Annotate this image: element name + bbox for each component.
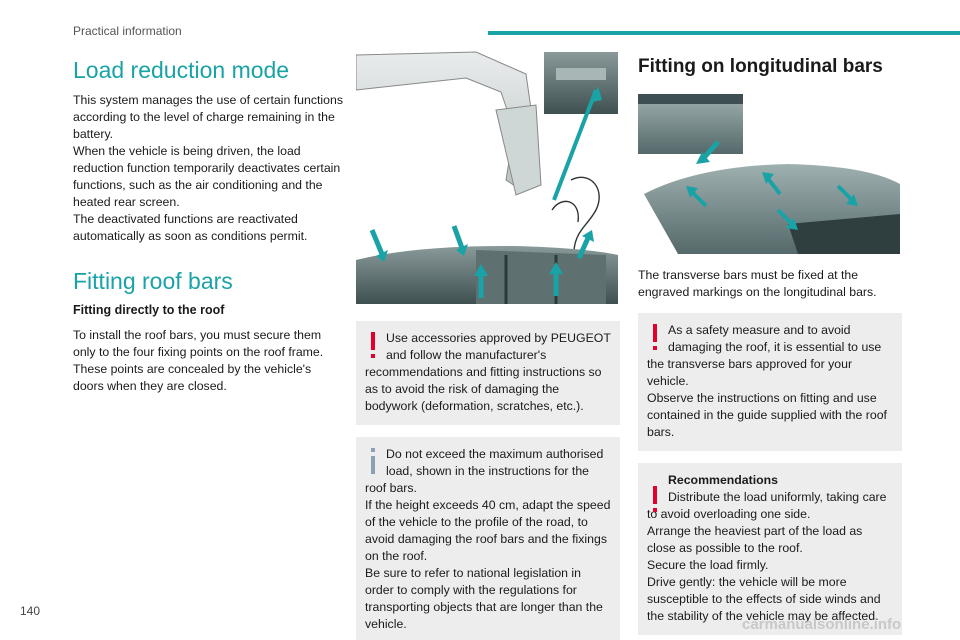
load-reduction-text-1: This system manages the use of certain f… xyxy=(73,93,343,141)
max-load-info-first-line: Do not exceed the maximum authorised loa… xyxy=(386,447,604,478)
roof-direct-text: To install the roof bars, you must secur… xyxy=(73,328,324,393)
page-number: 140 xyxy=(20,604,41,618)
longitudinal-bars-text: The transverse bars must be fixed at the… xyxy=(638,268,877,299)
recommendations-box: Recommendations Distribute the load unif… xyxy=(638,463,902,635)
load-reduction-title: Load reduction mode xyxy=(73,57,290,83)
column-left: Load reduction mode This system manages … xyxy=(73,56,345,395)
load-reduction-text-2: When the vehicle is being driven, the lo… xyxy=(73,144,341,209)
accessories-warning-first-line: Use accessories approved by PEUGEOT and … xyxy=(386,331,611,362)
safety-warning-first-line: As a safety measure and to avoid damagin… xyxy=(668,323,882,354)
watermark: carmanualsonline.info xyxy=(742,616,902,633)
header-accent-bar xyxy=(488,31,960,35)
recommendations-text: to avoid overloading one side. Arrange t… xyxy=(647,507,881,623)
accessories-warning-text: recommendations and fitting instructions… xyxy=(365,365,602,413)
safety-warning-text: the transverse bars approved for your ve… xyxy=(647,357,887,439)
accessories-warning-box: Use accessories approved by PEUGEOT and … xyxy=(356,321,620,425)
safety-warning-box: As a safety measure and to avoid damagin… xyxy=(638,313,902,451)
roof-direct-subtitle: Fitting directly to the roof xyxy=(73,303,225,317)
max-load-info-box: Do not exceed the maximum authorised loa… xyxy=(356,437,620,640)
column-middle: Use accessories approved by PEUGEOT and … xyxy=(355,50,620,640)
roof-bars-title: Fitting roof bars xyxy=(73,268,233,294)
recommendations-first-line: Distribute the load uniformly, taking ca… xyxy=(668,490,887,504)
exclamation-icon xyxy=(371,332,375,358)
roof-bar-fitting-illustration xyxy=(355,50,618,304)
load-reduction-text-3: The deactivated functions are reactivate… xyxy=(73,212,308,243)
info-icon xyxy=(371,448,375,474)
longitudinal-bars-title: Fitting on longitudinal bars xyxy=(638,56,883,77)
max-load-info-text: roof bars. If the height exceeds 40 cm, … xyxy=(365,481,611,631)
exclamation-icon xyxy=(653,324,657,350)
exclamation-icon xyxy=(653,486,657,512)
recommendations-title: Recommendations xyxy=(668,473,779,487)
column-right: Fitting on longitudinal bars The transve… xyxy=(638,50,902,635)
section-header: Practical information xyxy=(73,24,182,38)
longitudinal-bars-illustration xyxy=(638,94,900,254)
